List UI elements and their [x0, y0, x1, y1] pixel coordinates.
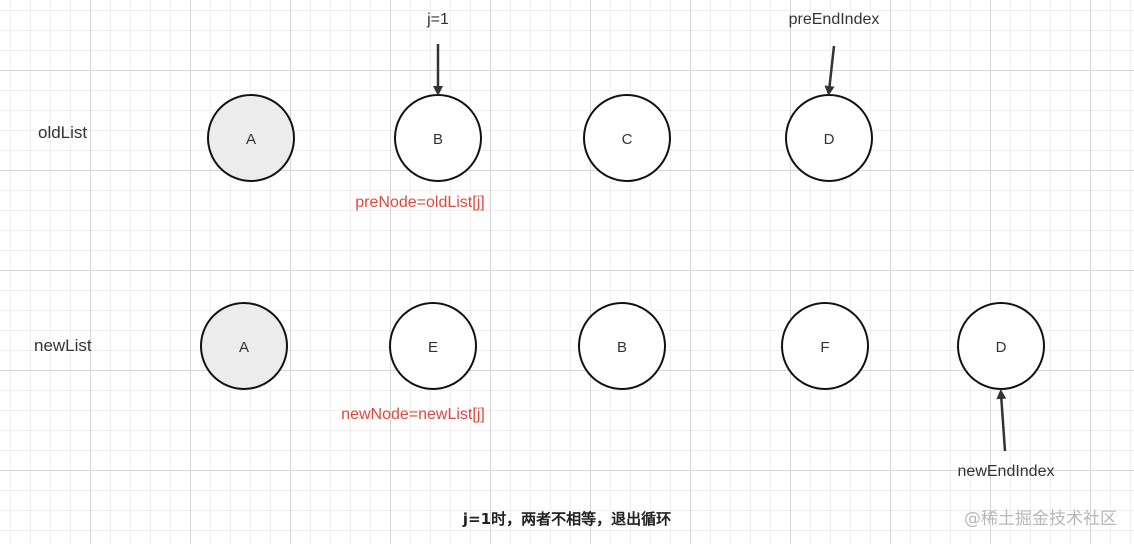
old-node-a-circle	[207, 94, 295, 182]
pointer-j: j=1	[426, 11, 449, 96]
new-node-b-label: B	[617, 339, 627, 356]
new-node-e: E	[389, 302, 477, 390]
new-node-f-circle	[781, 302, 869, 390]
new-list-label: newList	[34, 336, 92, 355]
pre-node-annotation: preNode=oldList[j]	[355, 194, 484, 211]
old-node-a-label: A	[246, 131, 256, 148]
pointer-new-end-index-label: newEndIndex	[958, 463, 1055, 480]
new-node-b: B	[578, 302, 666, 390]
new-node-b-circle	[578, 302, 666, 390]
pointer-j-label: j=1	[426, 11, 449, 28]
pointer-new-end-index: newEndIndex	[958, 389, 1055, 480]
new-list-nodes: A E B F D	[200, 302, 1045, 390]
old-list-nodes: A B C D	[207, 94, 873, 182]
new-node-a-circle	[200, 302, 288, 390]
old-node-c-label: C	[622, 131, 633, 148]
new-node-a: A	[200, 302, 288, 390]
old-node-d: D	[785, 94, 873, 182]
new-node-f: F	[781, 302, 869, 390]
pointer-new-end-index-arrow	[996, 389, 1007, 452]
pointer-pre-end-index-label: preEndIndex	[789, 11, 880, 28]
new-node-d-label: D	[996, 339, 1007, 356]
old-node-c: C	[583, 94, 671, 182]
new-node-e-label: E	[428, 339, 438, 356]
old-node-c-circle	[583, 94, 671, 182]
diagram-caption: j=1时，两者不相等，退出循环	[462, 510, 671, 528]
pointer-pre-end-index: preEndIndex	[789, 11, 880, 96]
old-node-a: A	[207, 94, 295, 182]
new-node-d: D	[957, 302, 1045, 390]
new-node-a-label: A	[239, 339, 249, 356]
old-node-d-label: D	[824, 131, 835, 148]
pointer-pre-end-index-arrow	[824, 45, 836, 96]
old-list-label: oldList	[38, 123, 87, 142]
old-node-b: B	[394, 94, 482, 182]
new-node-e-circle	[389, 302, 477, 390]
old-node-b-label: B	[433, 131, 443, 148]
new-node-f-label: F	[820, 339, 829, 356]
new-node-d-circle	[957, 302, 1045, 390]
watermark: @稀土掘金技术社区	[964, 509, 1117, 529]
new-node-annotation: newNode=newList[j]	[341, 406, 485, 423]
